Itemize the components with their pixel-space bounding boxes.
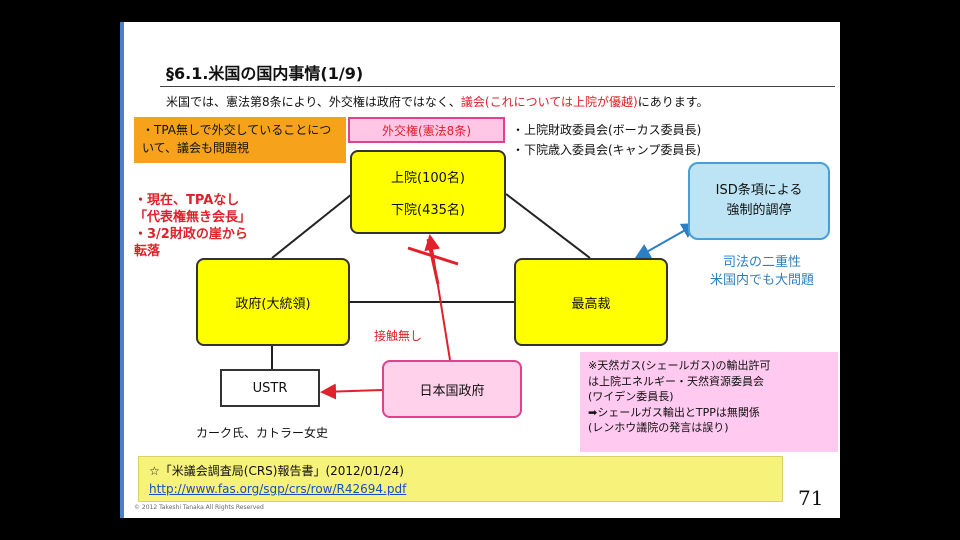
tpa-status-line: 転落 — [134, 244, 161, 259]
tpa-status-line: ・3/2財政の崖から — [134, 227, 248, 242]
isd-line: 強制的調停 — [726, 203, 792, 218]
intro-suffix: にあります。 — [637, 95, 709, 109]
japan-government-box: 日本国政府 — [382, 360, 522, 418]
source-citation: ☆「米議会調査局(CRS)報告書」(2012/01/24) — [149, 464, 404, 478]
executive-box: 政府(大統領) — [196, 258, 350, 346]
slide-accent-bar — [120, 22, 124, 518]
ustr-people-label: カーク氏、カトラー女史 — [196, 426, 329, 440]
presentation-slide: §6.1.米国の国内事情(1/9) 米国では、憲法第8条により、外交権は政府では… — [120, 22, 840, 518]
japan-ustr-arrow — [320, 383, 383, 400]
committee-list: ・上院財政委員会(ボーカス委員長) ・下院歳入委員会(キャンプ委員長) — [512, 120, 701, 160]
judicial-line: 米国内でも大問題 — [709, 273, 814, 288]
gas-note-line: は上院エネルギー・天然資源委員会 — [588, 374, 764, 388]
copyright-notice: © 2012 Takeshi Tanaka All Rights Reserve… — [134, 504, 264, 511]
house-label: 下院(435名) — [391, 202, 465, 218]
court-isd-arrow — [634, 223, 698, 259]
judicial-line: 司法の二重性 — [722, 255, 801, 270]
blocked-cross-line2 — [426, 238, 440, 285]
gas-note-line: (レンホウ議院の発言は誤り) — [588, 421, 729, 434]
tpa-note: ・TPA無しで外交していることについて、議会も問題視 — [134, 117, 346, 163]
isd-line: ISD条項による — [715, 183, 803, 198]
congress-box: 上院(100名) 下院(435名) — [350, 150, 506, 234]
supreme-court-box: 最高裁 — [514, 258, 668, 346]
tpa-status-note: ・現在、TPAなし 「代表権無き会長」 ・3/2財政の崖から 転落 — [134, 192, 274, 260]
source-citation-box: ☆「米議会調査局(CRS)報告書」(2012/01/24) http://www… — [138, 456, 783, 502]
gas-note-line: ➡シェールガス輸出とTPPは無関係 — [588, 405, 760, 419]
intro-prefix: 米国では、憲法第8条により、外交権は政府ではなく、 — [166, 95, 461, 109]
shale-gas-note: ※天然ガス(シェールガス)の輸出許可 は上院エネルギー・天然資源委員会 (ワイデ… — [580, 352, 838, 452]
intro-highlight: 議会(これについては上院が優越) — [460, 95, 638, 109]
committee-item: ・下院歳入委員会(キャンプ委員長) — [512, 143, 702, 157]
isd-clause-box: ISD条項による 強制的調停 — [688, 162, 830, 240]
foreign-affairs-label: 外交権(憲法8条) — [348, 117, 505, 143]
slide-title: §6.1.米国の国内事情(1/9) — [166, 64, 364, 83]
committee-item: ・上院財政委員会(ボーカス委員長) — [512, 123, 702, 137]
tpa-status-line: 「代表権無き会長」 — [134, 210, 252, 225]
page-number: 71 — [798, 486, 824, 510]
diet-executive-line — [271, 193, 353, 259]
ustr-box: USTR — [220, 369, 320, 407]
title-divider — [160, 86, 835, 87]
gas-note-line: ※天然ガス(シェールガス)の輸出許可 — [588, 359, 771, 372]
diagram-connectors — [271, 193, 698, 400]
no-contact-label: 接触無し — [374, 329, 423, 343]
source-link[interactable]: http://www.fas.org/sgp/crs/row/R42694.pd… — [149, 482, 407, 496]
judicial-duality-note: 司法の二重性 米国内でも大問題 — [692, 254, 832, 290]
diet-court-line — [505, 193, 591, 259]
tpa-status-line: ・現在、TPAなし — [134, 193, 240, 208]
gas-note-line: (ワイデン委員長) — [588, 390, 674, 403]
senate-label: 上院(100名) — [391, 170, 465, 186]
intro-text: 米国では、憲法第8条により、外交権は政府ではなく、議会(これについては上院が優越… — [166, 93, 709, 110]
